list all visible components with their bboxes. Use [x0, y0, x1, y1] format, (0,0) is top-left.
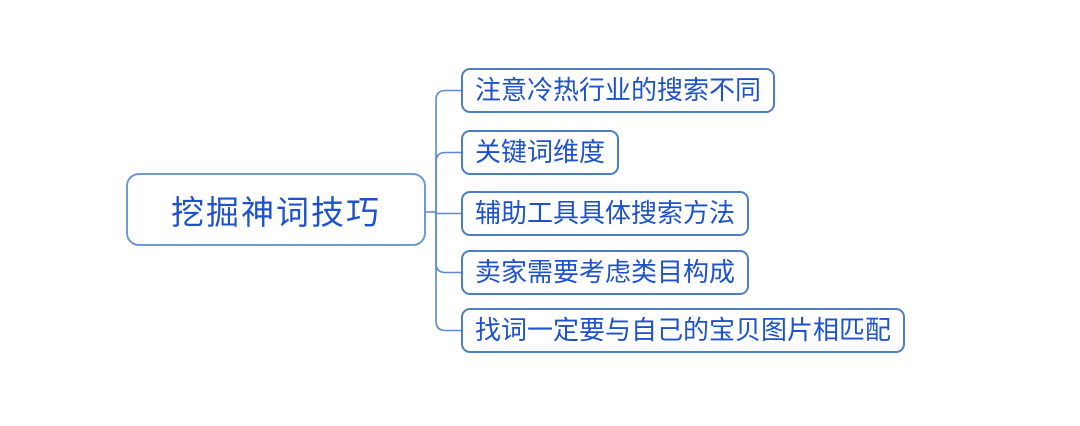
branch-node-label: 卖家需要考虑类目构成	[475, 258, 736, 287]
connector-branch-2	[435, 151, 462, 213]
root-node[interactable]: 挖掘神词技巧	[126, 173, 426, 246]
root-node-label: 挖掘神词技巧	[171, 195, 381, 232]
connector-branch-4	[435, 211, 462, 274]
branch-node-label: 注意冷热行业的搜索不同	[475, 76, 762, 105]
connector-branch-1	[435, 89, 462, 213]
branch-node-5[interactable]: 找词一定要与自己的宝贝图片相匹配	[461, 308, 906, 353]
branch-node-4[interactable]: 卖家需要考虑类目构成	[461, 250, 750, 295]
branch-node-label: 关键词维度	[475, 138, 606, 167]
branch-node-label: 找词一定要与自己的宝贝图片相匹配	[475, 316, 892, 345]
branch-node-label: 辅助工具具体搜索方法	[475, 199, 736, 228]
connector-branch-5	[435, 211, 462, 332]
branch-node-1[interactable]: 注意冷热行业的搜索不同	[461, 68, 776, 113]
branch-node-2[interactable]: 关键词维度	[461, 130, 620, 175]
branch-node-3[interactable]: 辅助工具具体搜索方法	[461, 191, 750, 236]
